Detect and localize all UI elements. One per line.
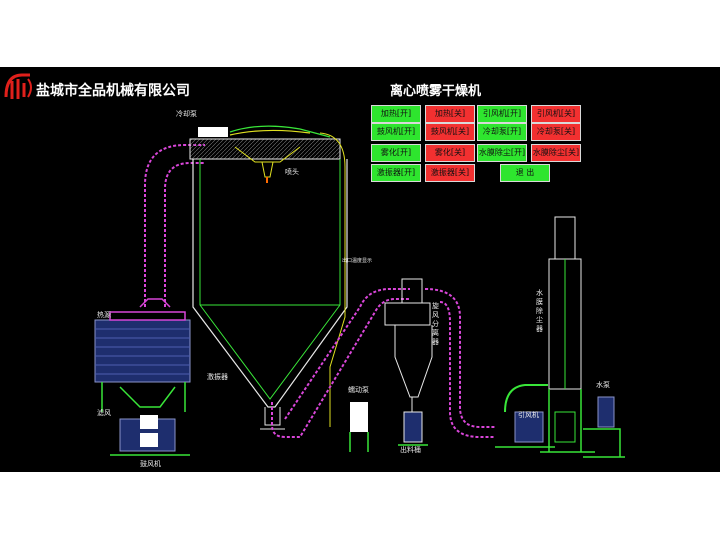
drying-chamber <box>189 138 348 430</box>
company-name: 盐城市全品机械有限公司 <box>36 83 190 99</box>
company-logo <box>4 73 32 99</box>
label-cyclone: 旋风分离器 <box>432 302 439 346</box>
water-film-collector <box>540 216 595 453</box>
app-title: 离心喷雾干燥机 <box>390 84 482 99</box>
fan-duct <box>424 288 495 438</box>
label-heat-source: 热源 <box>97 311 111 319</box>
heat-off-button[interactable]: 加热[关] <box>425 105 475 123</box>
atomize-on-button[interactable]: 雾化[开] <box>371 144 421 162</box>
feed-line <box>319 132 346 427</box>
vibrator-on-button[interactable]: 激振器[开] <box>371 164 421 182</box>
label-outlet-temp: 出口温度显示 <box>342 258 373 264</box>
induced-fan-off-button[interactable]: 引风机[关] <box>531 105 581 123</box>
hot-air-duct <box>139 144 205 308</box>
atomizer-head <box>198 125 331 183</box>
process-diagram <box>4 73 625 458</box>
label-water-pump: 水泵 <box>596 381 610 389</box>
peristaltic-pump <box>349 402 369 452</box>
label-water-film-collector: 水膜除尘器 <box>536 289 543 333</box>
label-induced-fan: 引风机 <box>518 411 539 419</box>
blower-unit <box>110 415 190 456</box>
cooling-pump-on-button[interactable]: 冷却泵[开] <box>477 123 527 141</box>
cyclone <box>384 278 433 446</box>
label-blower: 鼓风机 <box>140 460 161 468</box>
water-pump <box>583 396 625 458</box>
heater <box>94 311 191 412</box>
label-nozzle: 喷头 <box>285 168 299 176</box>
label-vibrator: 激振器 <box>207 373 228 381</box>
water-film-on-button[interactable]: 水膜除尘[开] <box>477 144 527 162</box>
vibrator-off-button[interactable]: 激振器[关] <box>425 164 475 182</box>
scada-screen: 盐城市全品机械有限公司 离心喷雾干燥机 加热[开]加热[关]引风机[开]引风机[… <box>0 67 720 472</box>
label-peristaltic-pump: 蠕动泵 <box>348 386 369 394</box>
cooling-pump-off-button[interactable]: 冷却泵[关] <box>531 123 581 141</box>
water-film-off-button[interactable]: 水膜除尘[关] <box>531 144 581 162</box>
label-filter: 滤风 <box>97 409 111 417</box>
atomize-off-button[interactable]: 雾化[关] <box>425 144 475 162</box>
induced-fan <box>495 384 555 448</box>
exit-button[interactable]: 退 出 <box>500 164 550 182</box>
heat-on-button[interactable]: 加热[开] <box>371 105 421 123</box>
label-discharge-bucket: 出料桶 <box>400 446 421 454</box>
induced-fan-on-button[interactable]: 引风机[开] <box>477 105 527 123</box>
exhaust-duct <box>271 288 410 438</box>
blower-on-button[interactable]: 鼓风机[开] <box>371 123 421 141</box>
blower-off-button[interactable]: 鼓风机[关] <box>425 123 475 141</box>
label-cooling-pump: 冷却泵 <box>176 110 197 118</box>
